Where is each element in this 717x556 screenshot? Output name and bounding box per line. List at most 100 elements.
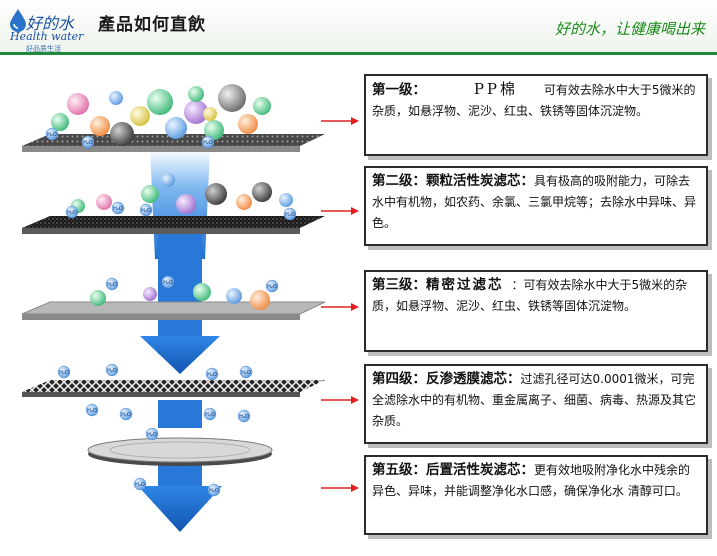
contaminant-particle [51,113,69,131]
contaminant-particle [96,194,112,210]
water-molecule: H₂O [81,135,95,149]
water-molecule-label: H₂O [135,482,145,488]
pointer-arrow-2 [321,207,359,215]
water-molecule: H₂O [205,367,219,381]
water-molecule-label: H₂O [203,140,213,146]
water-molecule: H₂O [111,201,125,215]
stage-5-level: 第五级： [372,462,426,478]
water-molecule-label: H₂O [107,368,117,374]
water-molecule-label: H₂O [241,370,251,376]
contaminant-particle [90,116,110,136]
water-molecule-label: H₂O [113,206,123,212]
water-molecule: H₂O [283,207,297,221]
stage-1-text: 可有效去除水中大于5微米的杂质，如悬浮物、泥沙、红虫、铁锈等固体沉淀物。 [372,83,696,118]
water-molecule-label: H₂O [267,284,277,290]
water-molecule-label: H₂O [67,210,77,216]
stage-3-text: ：可有效去除水中大于5微米的杂质，如悬浮物、泥沙、红虫、铁锈等固体沉淀物。 [372,278,688,313]
contaminant-particle [141,185,159,203]
contaminant-particle [218,84,246,112]
contaminant-particle [226,288,242,304]
pointer-arrow-5 [321,484,359,492]
contaminant-particle [143,287,157,301]
pointer-arrow-3 [321,303,359,311]
pointer-arrow-4 [321,396,359,404]
contaminant-particle [165,117,187,139]
contaminant-particle [130,106,150,126]
contaminant-particle [204,120,224,140]
contaminant-particle [238,114,258,134]
contaminant-particle [109,91,123,105]
filter-plate-2 [22,216,325,234]
contaminant-particle [236,194,252,210]
filtration-diagram: H₂O H₂O H₂O H₂O H₂O H₂O H₂O H₂O H₂O H₂O H₂O H₂O H₂O H… [21,84,326,532]
water-molecule-label: H₂O [141,208,151,214]
filter-plate-1 [22,134,325,152]
water-molecule-label: H₂O [209,488,219,494]
water-molecule-label: H₂O [83,140,93,146]
water-molecule-label: H₂O [207,372,217,378]
water-drop-icon [10,9,26,32]
water-molecule-label: H₂O [87,408,97,414]
contaminant-particle [184,100,208,124]
header-bar [0,0,717,54]
stage-4-name: 反渗透膜滤芯： [426,371,521,387]
stage-5-name: 后置活性炭滤芯： [426,462,534,478]
contaminant-particle [250,290,270,310]
water-molecule: H₂O [265,279,279,293]
water-molecule: H₂O [207,483,221,497]
contaminant-particle [176,194,196,214]
contaminant-particle [161,173,175,187]
water-molecule: H₂O [203,407,217,421]
water-molecule: H₂O [105,277,119,291]
stage-2-description: 第二级：颗粒活性炭滤芯：具有极高的吸附能力，可除去水中有机物，如农药、余氯、三氯… [364,166,708,246]
flow-column-middle [158,400,202,428]
stage-2-text: 具有极高的吸附能力，可除去水中有机物，如农药、余氯、三氯甲烷等；去除水中异味、异… [372,174,697,230]
page-title: 產品如何直飲 [98,15,206,35]
contaminant-particle [279,193,293,207]
water-molecule-label: H₂O [285,212,295,218]
header-divider [0,52,717,55]
water-molecule-label: H₂O [107,282,117,288]
stage-3-level: 第三级： [372,277,426,293]
water-molecule: H₂O [105,363,119,377]
water-molecule: H₂O [119,407,133,421]
stage-1-name: PP棉 [473,80,519,98]
water-molecule: H₂O [65,205,79,219]
stage-4-description: 第四级：反渗透膜滤芯：过滤孔径可达0.0001微米，可完全滤除水中的有机物、重金… [364,364,708,444]
logo-name: 好的水 [26,14,75,33]
contaminant-particle [67,93,89,115]
contaminant-particle [110,122,134,146]
contaminant-particle [188,86,204,102]
water-molecule-label: H₂O [239,414,249,420]
water-molecule-label: H₂O [47,132,57,138]
brand-logo: 好的水 Health water 好品质生活 [4,4,104,53]
contaminant-particle [253,97,271,115]
water-molecule: H₂O [57,365,71,379]
water-molecule-label: H₂O [163,280,173,286]
filter-plate-3 [21,301,326,320]
stage-2-level: 第二级： [372,173,426,189]
contaminant-particle [147,89,173,115]
water-molecule: H₂O [161,275,175,289]
water-molecule: H₂O [237,409,251,423]
contaminant-particle [205,183,227,205]
stage-2-name: 颗粒活性炭滤芯： [426,173,534,189]
water-molecule: H₂O [85,403,99,417]
logo-subtitle: 好品质生活 [26,45,61,53]
flow-arrow-1 [140,336,220,374]
flow-arrow-final [138,486,222,532]
pointer-arrow-1 [321,117,359,125]
stage-4-text: 过滤孔径可达0.0001微米，可完全滤除水中的有机物、重金属离子、细菌、病毒、热… [372,372,697,428]
water-molecule: H₂O [145,427,159,441]
contaminant-particle [193,283,211,301]
stage-1-description: 第一级： PP棉 可有效去除水中大于5微米的杂质，如悬浮物、泥沙、红虫、铁锈等固… [364,74,708,156]
stage-4-level: 第四级： [372,371,426,387]
stage-3-description: 第三级：精密过滤芯：可有效去除水中大于5微米的杂质，如悬浮物、泥沙、红虫、铁锈等… [364,270,708,352]
logo-english-name: Health water [10,30,84,43]
water-molecule: H₂O [133,477,147,491]
water-molecule-label: H₂O [147,432,157,438]
stage-3-name: 精密过滤芯 [426,277,504,293]
water-molecule: H₂O [45,127,59,141]
stage-5-text: 更有效地吸附净化水中残余的异色、异味，并能调整净化水口感，确保净化水 清醇可口。 [372,463,691,498]
water-molecule-label: H₂O [59,370,69,376]
